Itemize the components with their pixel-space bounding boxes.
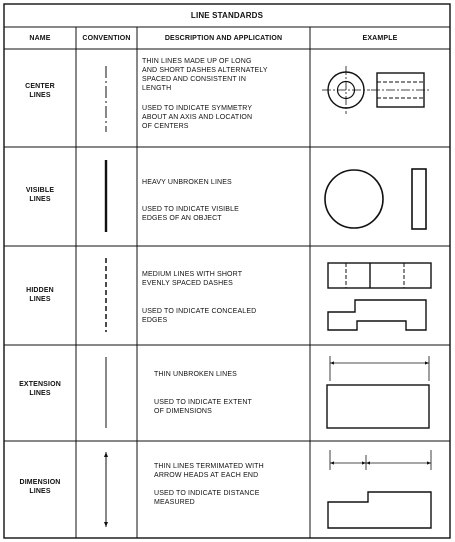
- example-hidden-lines: [327, 262, 432, 331]
- row-use-extension-lines: USED TO INDICATE EXTENT OF DIMENSIONS: [154, 399, 252, 415]
- row-use-hidden-lines: USED TO INDICATE CONCEALED EDGES: [142, 308, 257, 324]
- row-name-center-lines: CENTER LINES: [25, 83, 55, 99]
- row-desc-extension-lines: THIN UNBROKEN LINES: [154, 371, 237, 378]
- row-name-dimension-lines: DIMENSION LINES: [19, 479, 61, 495]
- row-desc-center-lines: THIN LINES MADE UP OF LONG AND SHORT DAS…: [142, 58, 268, 92]
- row-desc-visible-lines: HEAVY UNBROKEN LINES: [142, 179, 232, 186]
- row-name-hidden-lines: HIDDEN LINES: [26, 287, 54, 303]
- row-name-extension-lines: EXTENSION LINES: [19, 381, 61, 397]
- header-description: DESCRIPTION AND APPLICATION: [164, 35, 283, 42]
- row-name-visible-lines: VISIBLE LINES: [25, 187, 55, 203]
- example-center-lines: [322, 66, 430, 114]
- example-visible-lines: [324, 168, 427, 230]
- page-title: LINE STANDARDS: [190, 11, 264, 20]
- table-grid: [3, 3, 451, 539]
- header-name: NAME: [29, 35, 51, 42]
- row-use-visible-lines: USED TO INDICATE VISIBLE EDGES OF AN OBJ…: [142, 206, 239, 222]
- example-dimension-lines: [327, 450, 432, 529]
- row-use-center-lines: USED TO INDICATE SYMMETRY ABOUT AN AXIS …: [142, 105, 253, 130]
- row-use-dimension-lines: USED TO INDICATE DISTANCE MEASURED: [154, 490, 260, 506]
- example-extension-lines: [326, 356, 430, 429]
- row-desc-hidden-lines: MEDIUM LINES WITH SHORT EVENLY SPACED DA…: [142, 271, 243, 287]
- header-example: EXAMPLE: [362, 35, 398, 42]
- header-convention: CONVENTION: [82, 35, 131, 42]
- row-desc-dimension-lines: THIN LINES TERMIMATED WITH ARROW HEADS A…: [154, 463, 264, 479]
